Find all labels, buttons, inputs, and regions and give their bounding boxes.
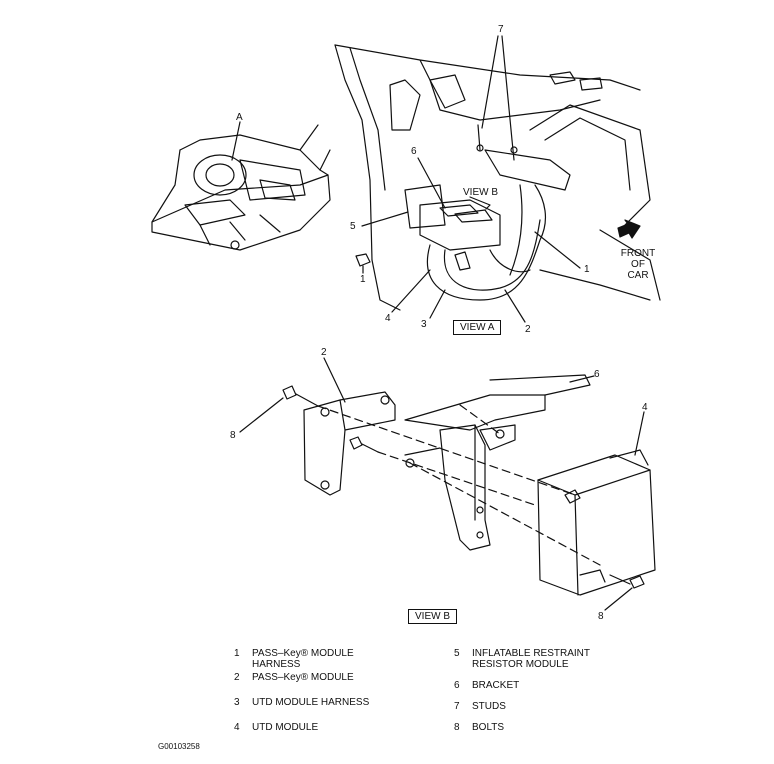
callout-resistor-module: 5: [350, 221, 356, 232]
view-a-illustration: [334, 44, 661, 311]
callout-studs: 7: [498, 24, 504, 35]
callout-bracket-view-a: 6: [411, 146, 417, 157]
callout-bolt-view-a: 1: [360, 274, 366, 285]
front-of-car-label: FRONT OF CAR: [620, 248, 656, 281]
figure-id: G00103258: [158, 742, 200, 751]
detail-callout-a: A: [236, 112, 243, 123]
car-interior-inset: [151, 124, 331, 251]
callout-utd-module-view-b: 4: [642, 402, 648, 413]
view-a-label: VIEW A: [453, 320, 502, 335]
view-b-illustration: [282, 374, 656, 596]
callout-pass-key-module-view-b: 2: [321, 347, 327, 358]
callout-utd-harness: 3: [421, 319, 427, 330]
callout-bracket-view-b: 6: [594, 369, 600, 380]
callout-bolt-right: 8: [598, 611, 604, 622]
callout-bolt-left: 8: [230, 430, 236, 441]
callout-pass-key-harness: 1: [584, 264, 590, 275]
view-b-reference: VIEW B: [463, 187, 499, 198]
callout-pass-key-module-view-a: 2: [525, 324, 531, 335]
callout-utd-module-view-a: 4: [385, 313, 391, 324]
view-b-label: VIEW B: [408, 609, 458, 624]
